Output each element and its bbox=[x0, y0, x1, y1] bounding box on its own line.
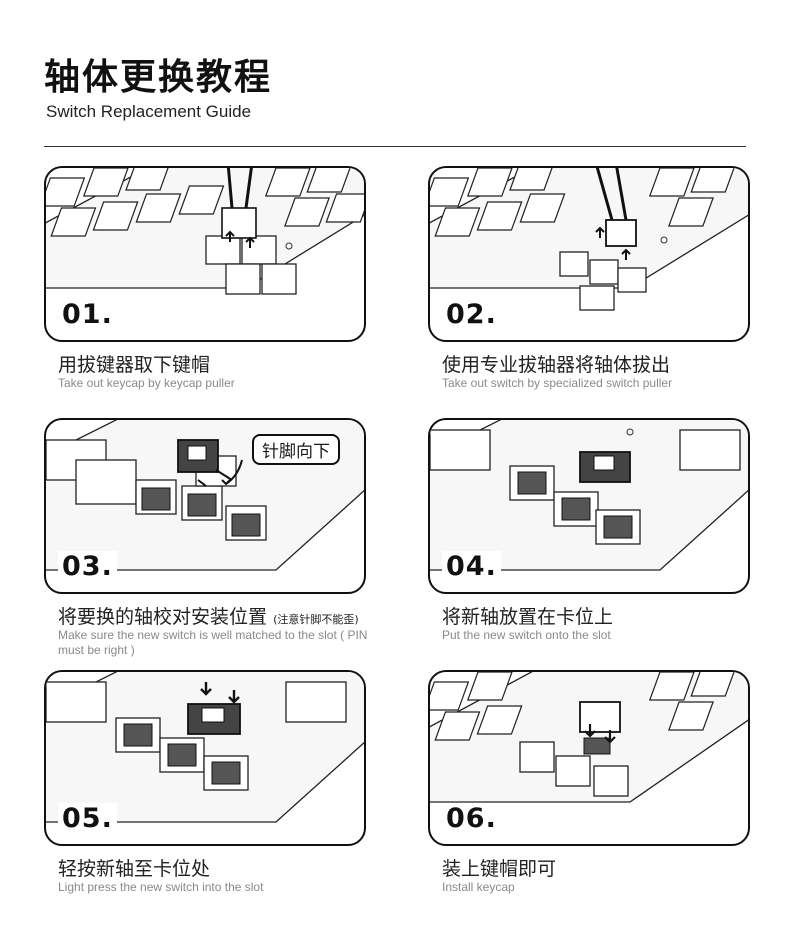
pins-down-callout: 针脚向下 bbox=[252, 434, 340, 465]
step-2-description: Take out switch by specialized switch pu… bbox=[442, 376, 672, 391]
step-1-title: 用拔键器取下键帽 bbox=[58, 350, 210, 377]
step-3-title-text: 将要换的轴校对安装位置 bbox=[58, 606, 267, 628]
step-4-title: 将新轴放置在卡位上 bbox=[442, 602, 613, 629]
step-6-number: 06. bbox=[442, 803, 501, 834]
step-5-description: Light press the new switch into the slot bbox=[58, 880, 263, 895]
step-2-title: 使用专业拔轴器将轴体拔出 bbox=[442, 350, 670, 377]
step-5-title: 轻按新轴至卡位处 bbox=[58, 854, 210, 881]
step-3-number: 03. bbox=[58, 551, 117, 582]
step-2-number: 02. bbox=[442, 299, 501, 330]
step-3-note: (注意针脚不能歪) bbox=[273, 613, 359, 626]
step-6-title: 装上键帽即可 bbox=[442, 854, 556, 881]
step-2-illustration: 02. bbox=[428, 166, 750, 342]
step-1-description: Take out keycap by keycap puller bbox=[58, 376, 235, 391]
step-1-number: 01. bbox=[58, 299, 117, 330]
step-5-number: 05. bbox=[58, 803, 117, 834]
step-3-description: Make sure the new switch is well matched… bbox=[58, 628, 378, 658]
step-4-number: 04. bbox=[442, 551, 501, 582]
page-subtitle: Switch Replacement Guide bbox=[46, 102, 251, 122]
step-4-description: Put the new switch onto the slot bbox=[442, 628, 611, 643]
step-6-description: Install keycap bbox=[442, 880, 515, 895]
step-3-illustration: 针脚向下 03. bbox=[44, 418, 366, 594]
page-title: 轴体更换教程 bbox=[44, 48, 272, 100]
step-1-illustration: 01. bbox=[44, 166, 366, 342]
step-4-illustration: 04. bbox=[428, 418, 750, 594]
step-6-illustration: 06. bbox=[428, 670, 750, 846]
header-divider bbox=[44, 146, 746, 147]
step-3-title: 将要换的轴校对安装位置 (注意针脚不能歪) bbox=[58, 602, 359, 629]
step-5-illustration: 05. bbox=[44, 670, 366, 846]
